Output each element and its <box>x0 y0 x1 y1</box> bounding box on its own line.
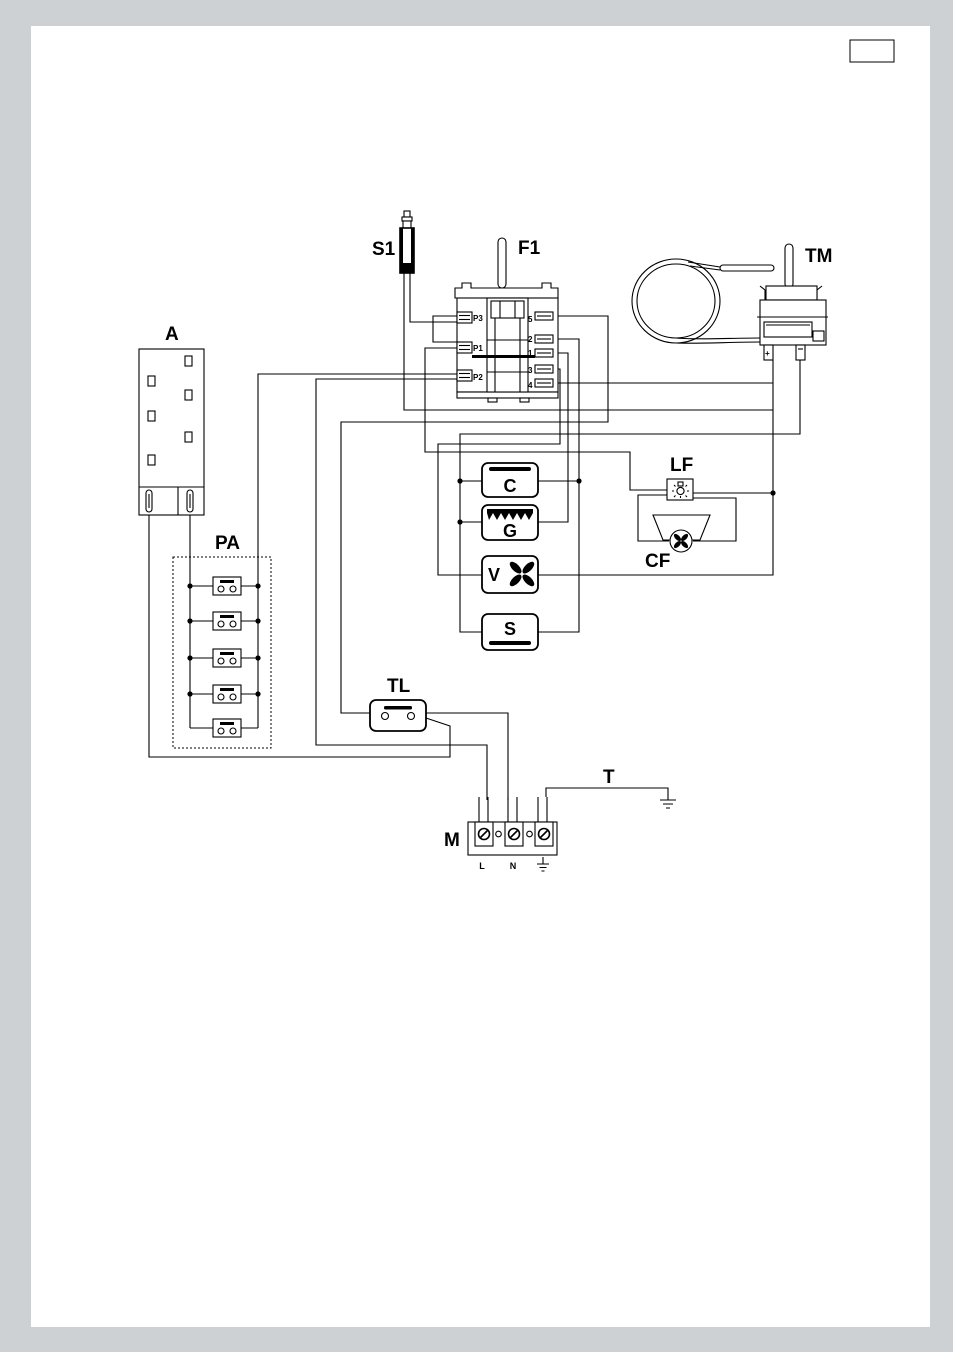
f1-terminal-label-2: 2 <box>528 335 533 344</box>
f1-terminal-1 <box>535 349 553 357</box>
f1-terminal-5 <box>535 312 553 320</box>
lf-oven-lamp <box>667 479 693 500</box>
tm-pin-right <box>796 345 805 360</box>
tl-safety-thermostat <box>370 700 426 731</box>
f1-terminal-3 <box>535 365 553 373</box>
g-element: G <box>482 505 538 541</box>
f1-terminal-2 <box>535 335 553 343</box>
tm-shaft <box>785 244 793 288</box>
f1-terminal-p2 <box>457 370 472 381</box>
junction-dot <box>770 490 775 495</box>
s1-probe <box>400 211 414 273</box>
page-sheet <box>31 26 930 1327</box>
v-element: V <box>482 556 538 593</box>
junction-dot <box>457 519 462 524</box>
s1-label: S1 <box>372 239 396 260</box>
tm-label: TM <box>805 246 832 267</box>
f1-terminal-label-5: 5 <box>528 315 533 324</box>
c-element: C <box>482 463 538 497</box>
v-label: V <box>488 565 500 585</box>
tl-label: TL <box>387 676 411 697</box>
f1-terminal-4 <box>535 379 553 387</box>
lf-label: LF <box>670 455 693 476</box>
f1-terminal-label-4: 4 <box>528 381 533 390</box>
f1-terminal-label-3: 3 <box>528 366 533 375</box>
s-label: S <box>504 619 516 639</box>
a-label: A <box>165 324 179 345</box>
terminal-screw <box>539 829 550 840</box>
f1-terminal-label-p2: P2 <box>473 373 483 382</box>
pa-label: PA <box>215 533 240 554</box>
terminal-screw <box>479 829 490 840</box>
f1-shaft <box>498 238 506 288</box>
terminal-screw <box>509 829 520 840</box>
f1-label: F1 <box>518 238 541 259</box>
f1-terminal-p1 <box>457 342 472 353</box>
m-terminal-label-l: L <box>479 861 485 871</box>
m-terminal-label-n: N <box>510 861 517 871</box>
a-control-box <box>139 349 204 515</box>
f1-terminal-label-1: 1 <box>528 349 533 358</box>
tm-sensor-bulb <box>720 265 774 271</box>
t-label: T <box>603 767 615 788</box>
m-label: M <box>444 830 460 851</box>
f1-terminal-label-p3: P3 <box>473 314 483 323</box>
f1-terminal-p3 <box>457 312 472 323</box>
c-label: C <box>504 476 517 496</box>
junction-dot <box>457 478 462 483</box>
f1-terminal-label-p1: P1 <box>473 344 483 353</box>
junction-dot <box>576 478 581 483</box>
svg-text:+: + <box>765 349 770 358</box>
g-label: G <box>503 521 517 541</box>
s-element: S <box>482 614 538 650</box>
cf-label: CF <box>645 551 670 572</box>
